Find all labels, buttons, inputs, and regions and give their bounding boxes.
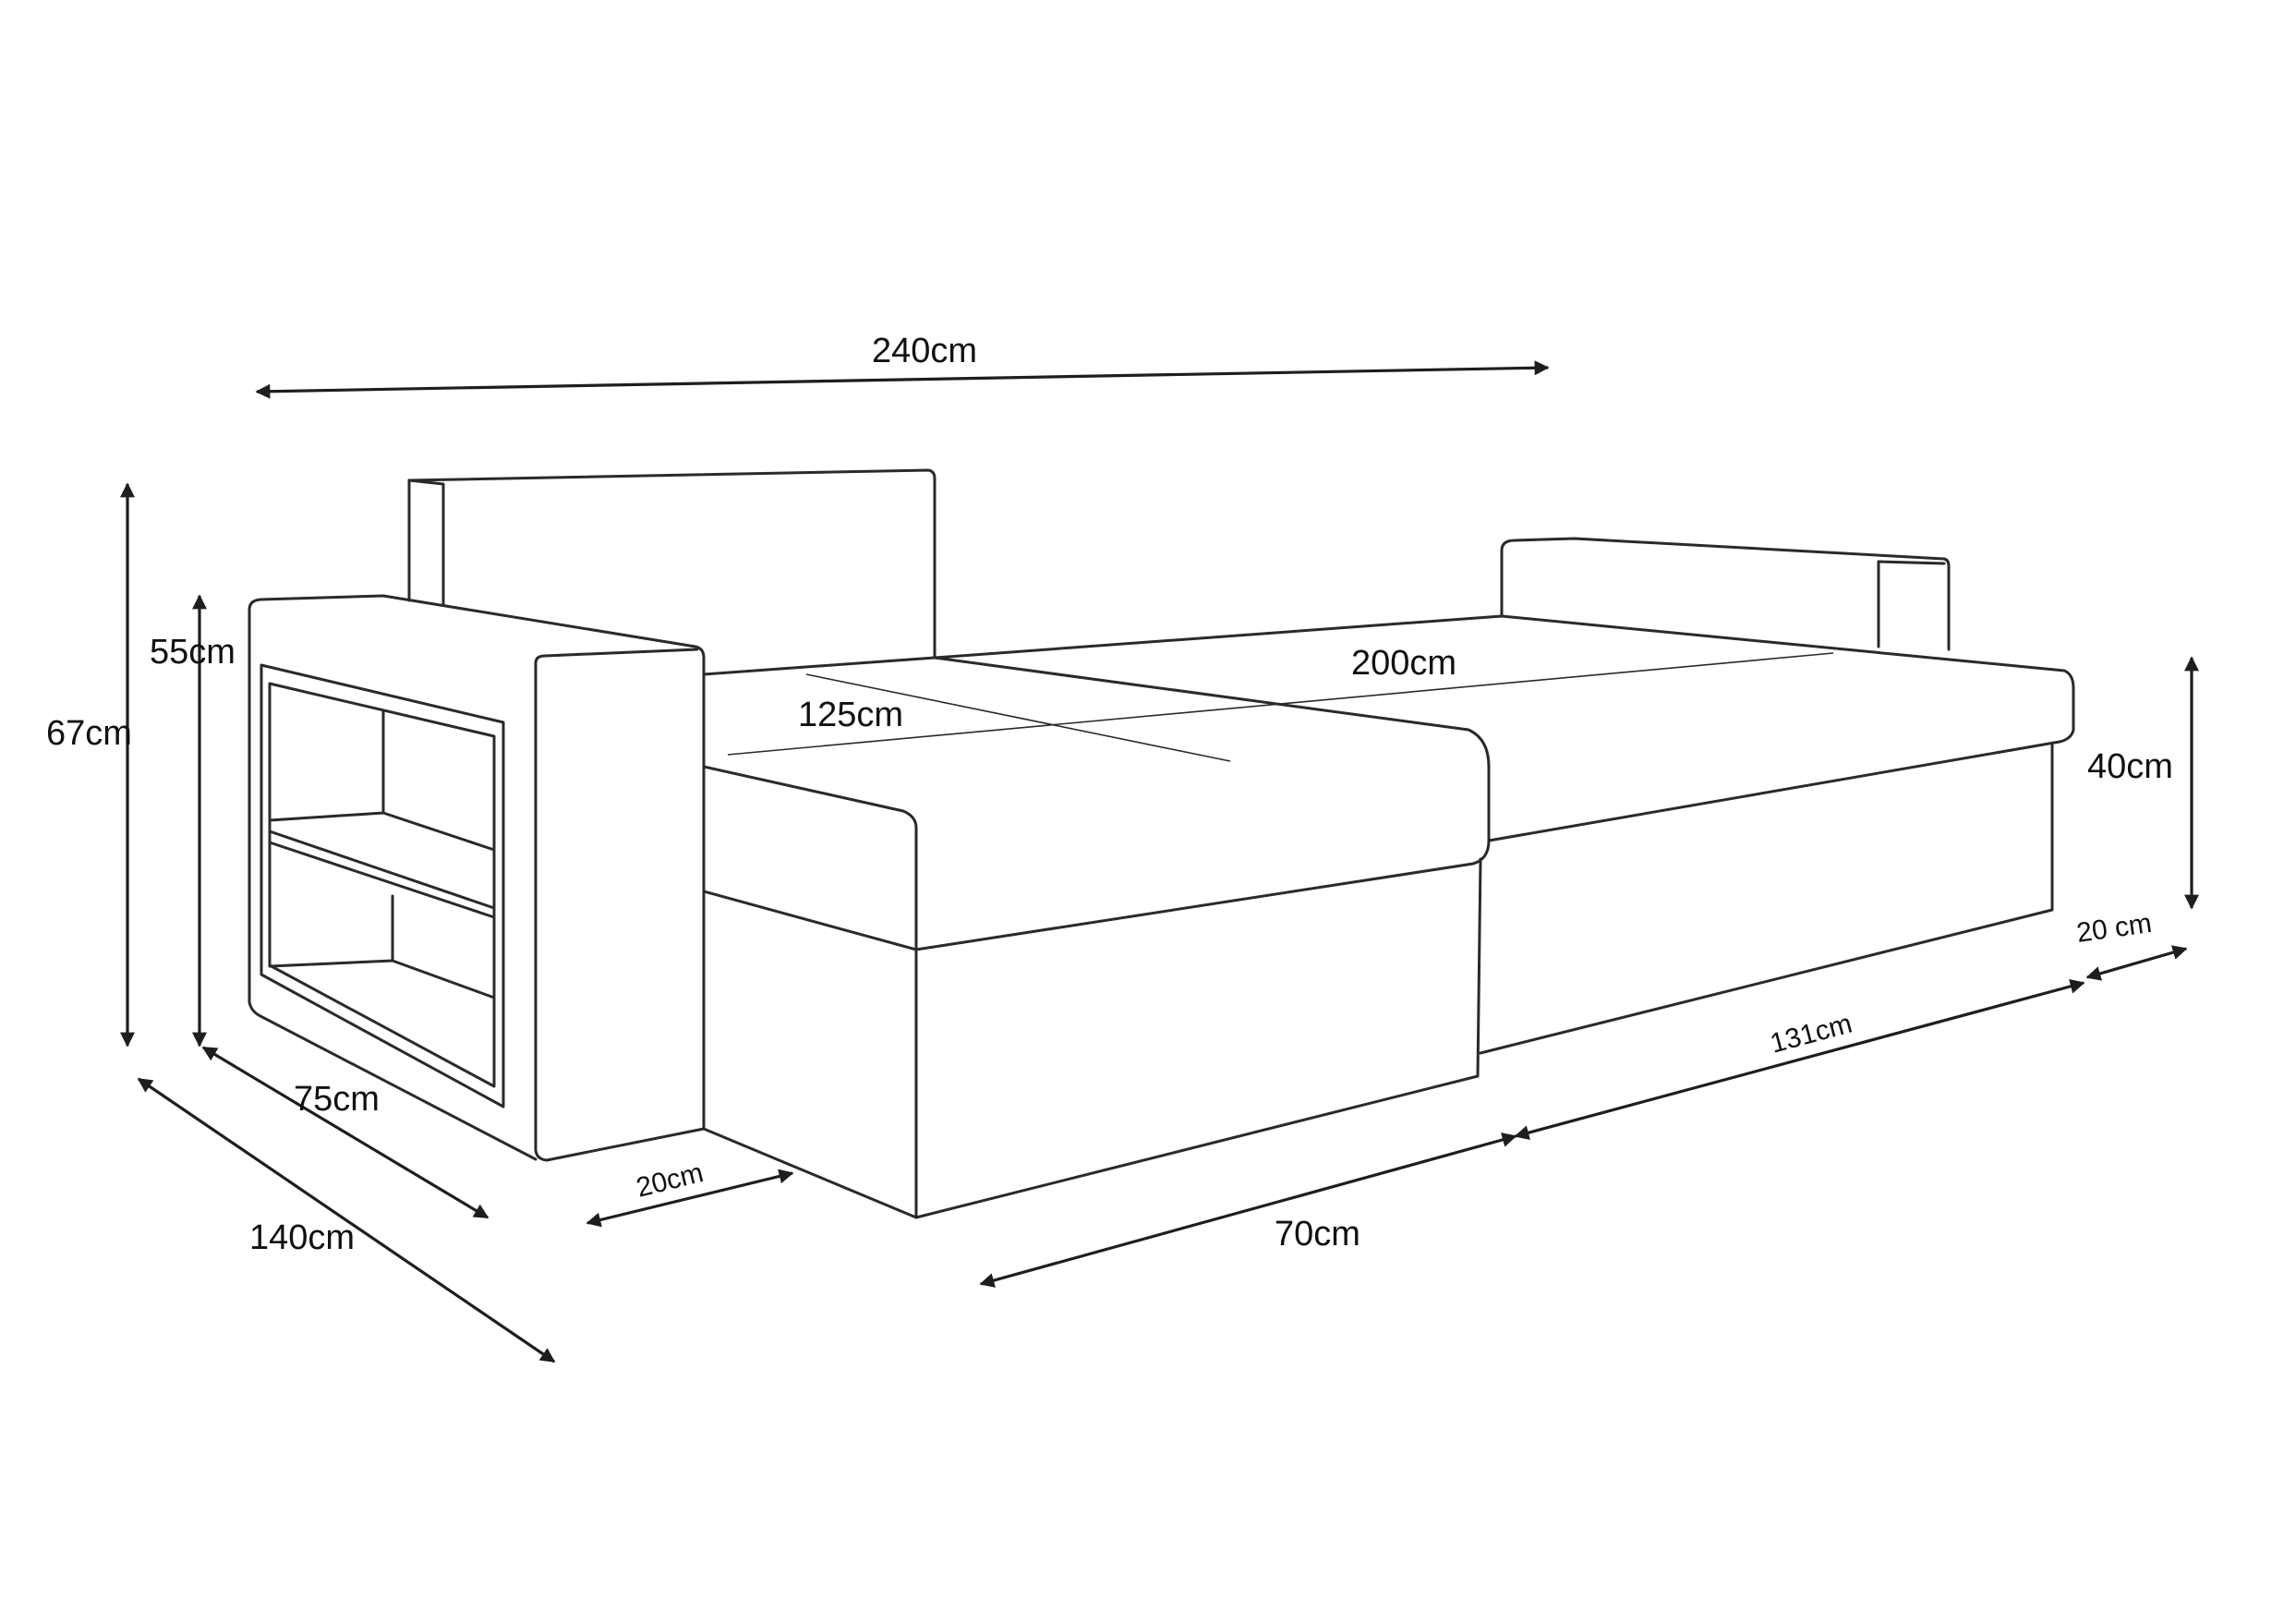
label-right-armrest-width: 20 cm (2074, 908, 2154, 949)
label-sleeping-depth: 125cm (798, 696, 903, 734)
left-armrest-with-shelves (248, 594, 706, 1162)
label-armrest-height: 55cm (150, 633, 236, 672)
sleeping-area-guides (727, 652, 1834, 762)
label-back-height: 67cm (46, 714, 132, 753)
label-seat-depth: 75cm (294, 1080, 380, 1119)
label-seat-height: 40cm (2087, 747, 2173, 786)
arrow-seat-depth (201, 1046, 489, 1219)
arrow-chaise-front-width (1514, 979, 2085, 1140)
dimension-arrows (120, 360, 2199, 1363)
label-chaise-front-width: 131cm (1767, 1009, 1855, 1060)
sofa-drawing (248, 468, 2075, 1219)
arrow-seat-front-width (979, 1132, 1517, 1288)
arrow-left-armrest-width (586, 1169, 794, 1228)
arrow-right-armrest-width (2085, 945, 2188, 981)
left-seat-block (702, 656, 1491, 1219)
back-cushion-right (1500, 537, 1951, 651)
arrow-total-width (255, 360, 1550, 399)
label-seat-front-width: 70cm (1275, 1215, 1360, 1254)
label-sleeping-width: 200cm (1351, 644, 1456, 683)
label-chaise-depth: 140cm (249, 1218, 355, 1257)
label-total-width: 240cm (872, 332, 977, 370)
back-cushion-left (407, 468, 937, 660)
dimension-labels: 240cm 67cm 55cm 40cm 200cm 125cm 140cm 7… (46, 332, 2173, 1257)
